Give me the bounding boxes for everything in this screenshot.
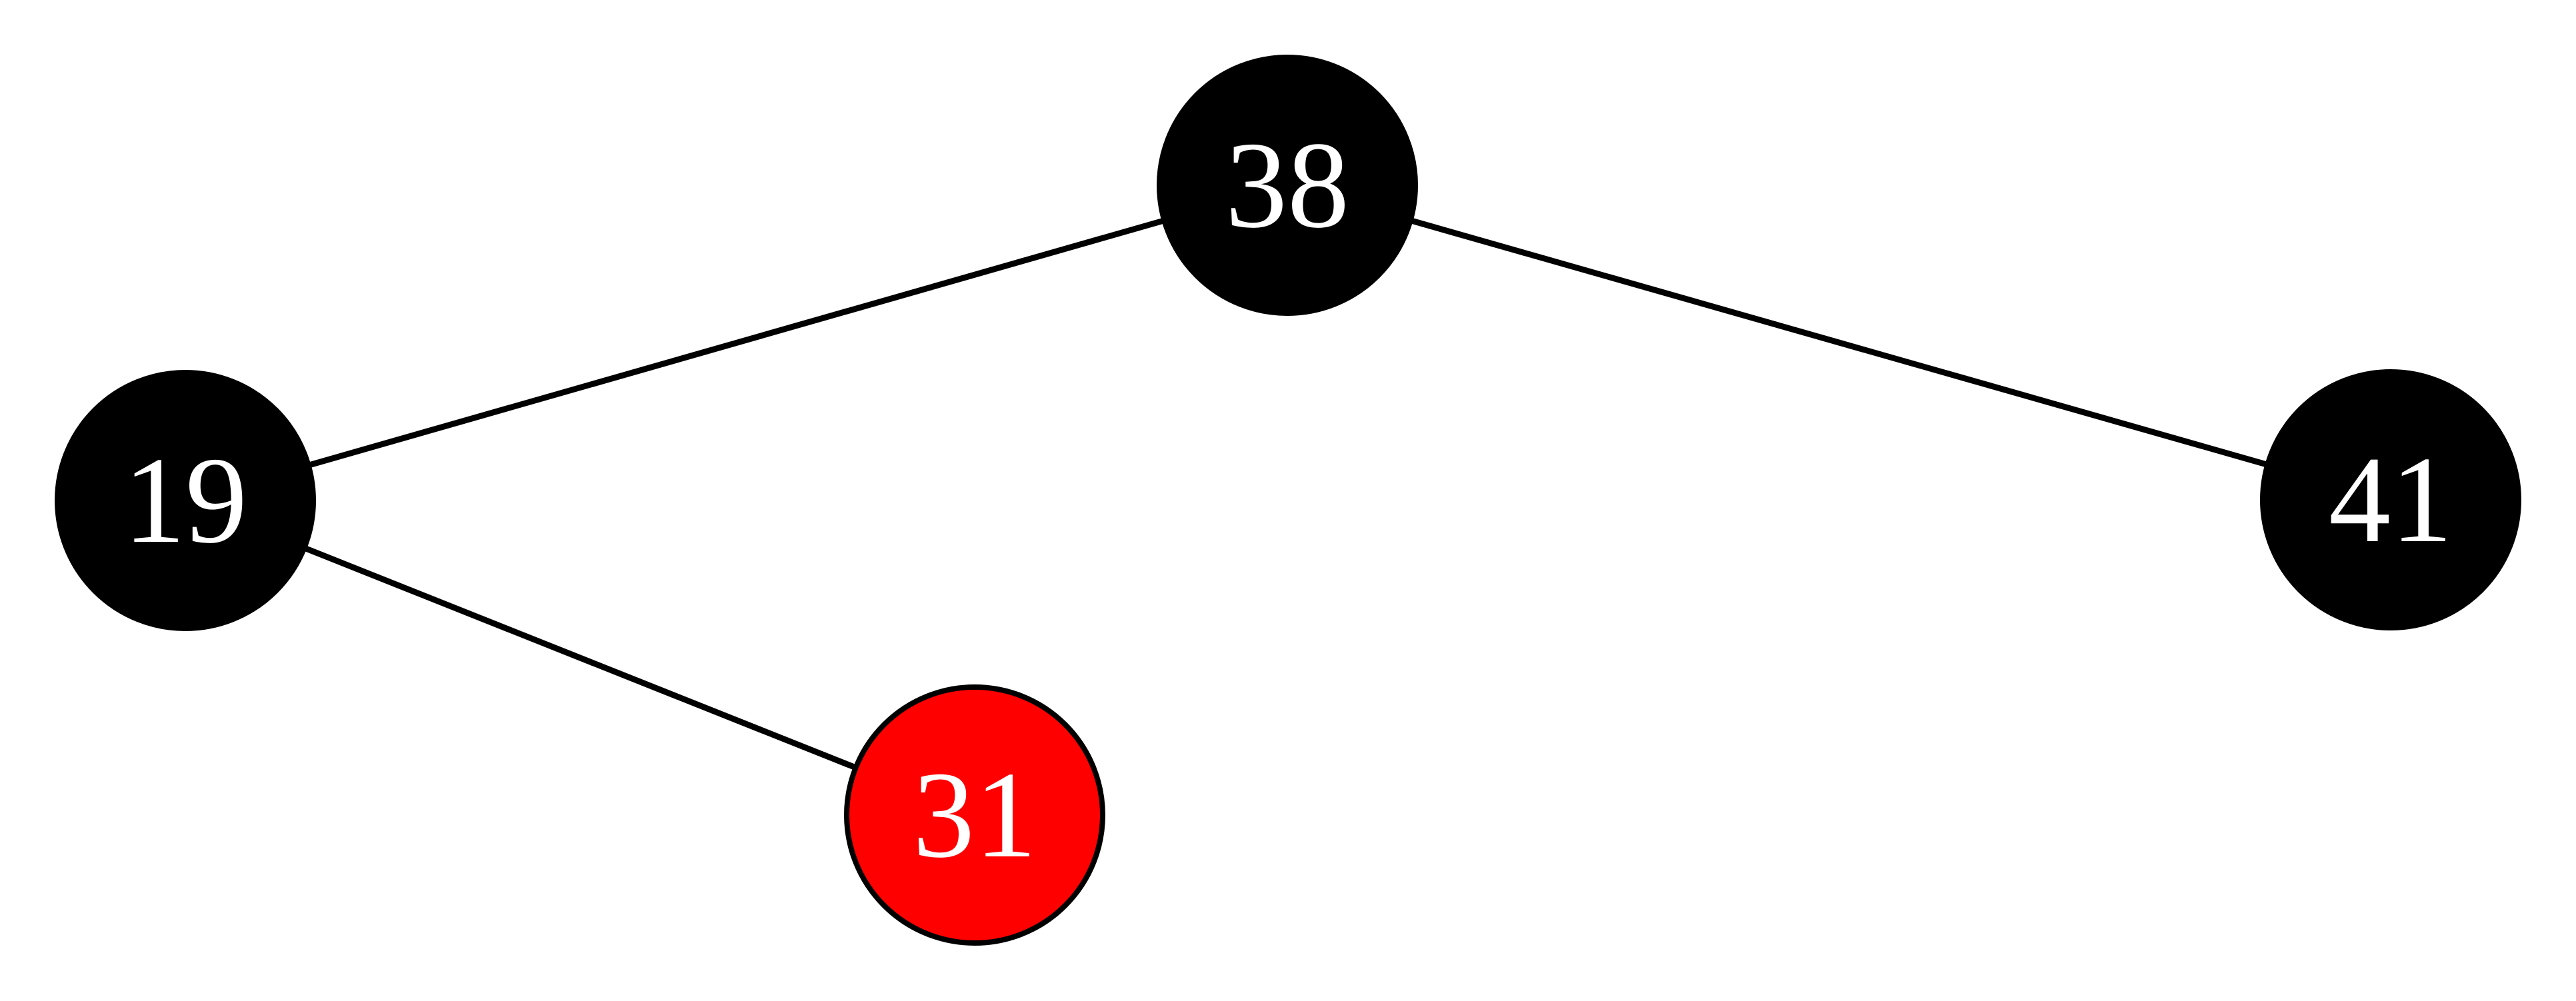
black-node-circle — [1157, 55, 1418, 316]
tree-edge-38-19 — [184, 182, 1289, 504]
tree-node-19: 19 — [55, 370, 316, 631]
black-node-circle — [55, 370, 316, 631]
tree-node-41: 41 — [2260, 369, 2521, 630]
tree-edge-19-31 — [184, 497, 976, 818]
node-label: 41 — [2329, 431, 2453, 568]
node-label: 38 — [1225, 117, 1349, 254]
node-label: 19 — [123, 432, 247, 569]
black-node-circle — [2260, 369, 2521, 630]
red-node-circle — [844, 684, 1105, 946]
tree-edge-38-41 — [1286, 182, 2392, 503]
tree-node-31: 31 — [844, 684, 1105, 946]
tree-node-38: 38 — [1157, 55, 1418, 316]
node-label: 31 — [913, 746, 1037, 884]
